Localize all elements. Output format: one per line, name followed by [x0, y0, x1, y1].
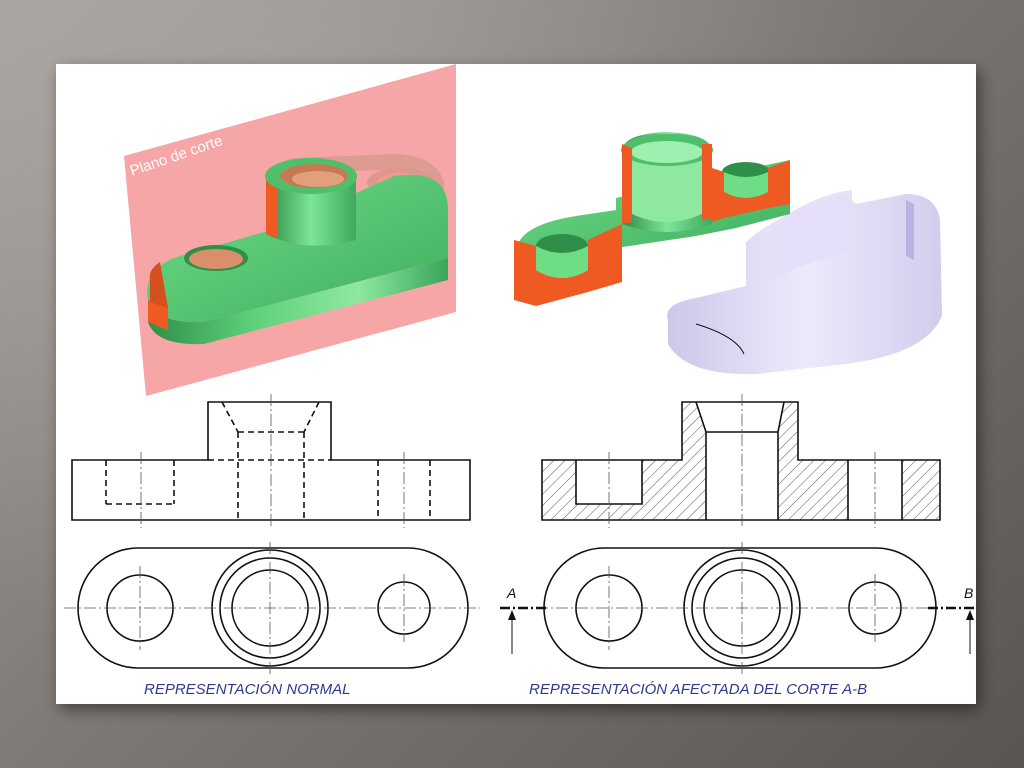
cut-label-a: A: [506, 585, 516, 601]
section-hatch-right: [902, 460, 940, 520]
front-view-section: [541, 394, 941, 528]
section-arrow-b: [966, 610, 974, 654]
sectioned-half: [514, 132, 790, 306]
part-front-half: [147, 158, 449, 345]
caption-section: REPRESENTACIÓN AFECTADA DEL CORTE A-B: [529, 681, 868, 698]
diagram-svg: Plano de corte: [64, 64, 974, 674]
top-view-section: A B: [500, 542, 974, 674]
section-hatch-left: [542, 402, 706, 520]
cut-label-b: B: [964, 585, 973, 601]
caption-normal: REPRESENTACIÓN NORMAL: [144, 681, 351, 698]
section-hatch-center: [778, 402, 848, 520]
diagram-panel: Plano de corte: [56, 64, 976, 704]
isometric-sectioned-part: [514, 132, 942, 375]
front-view-normal: [71, 394, 471, 528]
removed-half-ghost: [667, 190, 942, 375]
section-arrow-a: [508, 610, 516, 654]
isometric-part-with-cutting-plane: Plano de corte: [124, 64, 456, 396]
top-view-normal: [64, 542, 480, 674]
